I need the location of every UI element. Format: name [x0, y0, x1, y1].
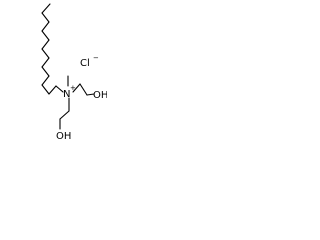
- chain-bond-10: [41, 84, 50, 95]
- chain-bond-9: [41, 75, 50, 86]
- chain-bond-2: [41, 12, 50, 23]
- chloride-label: Cl: [80, 58, 90, 69]
- upper-hydroxyl-label: OH: [93, 90, 107, 101]
- molecule-drawing: N + OH OH Cl −: [41, 3, 107, 142]
- lower-hydroxyethyl-arm: [59, 97, 70, 130]
- nitrogen-charge: +: [70, 84, 76, 92]
- chain-bond-11: [48, 85, 57, 95]
- chain-bond-4: [41, 30, 50, 41]
- chain-bond-7: [41, 57, 50, 68]
- upper-arm-bond-1: [72, 83, 81, 93]
- chemical-structure-canvas: N + OH OH Cl −: [0, 0, 107, 149]
- lower-hydroxyl-label: OH: [56, 131, 71, 142]
- dodecyl-chain: [41, 3, 64, 95]
- chain-bond-1: [41, 3, 51, 14]
- chain-bond-3: [41, 21, 50, 32]
- upper-arm-bond-2: [79, 83, 88, 96]
- nitrogen-label: N: [63, 89, 70, 100]
- upper-arm-bond-3: [86, 93, 95, 96]
- upper-hydroxyethyl-arm: [72, 83, 95, 96]
- lower-arm-bond-2: [59, 110, 70, 120]
- chain-bond-5: [41, 39, 50, 50]
- chloride-charge: −: [93, 54, 99, 62]
- chain-bond-12: [55, 85, 64, 93]
- chain-bond-8: [41, 66, 50, 77]
- chain-bond-6: [41, 48, 50, 59]
